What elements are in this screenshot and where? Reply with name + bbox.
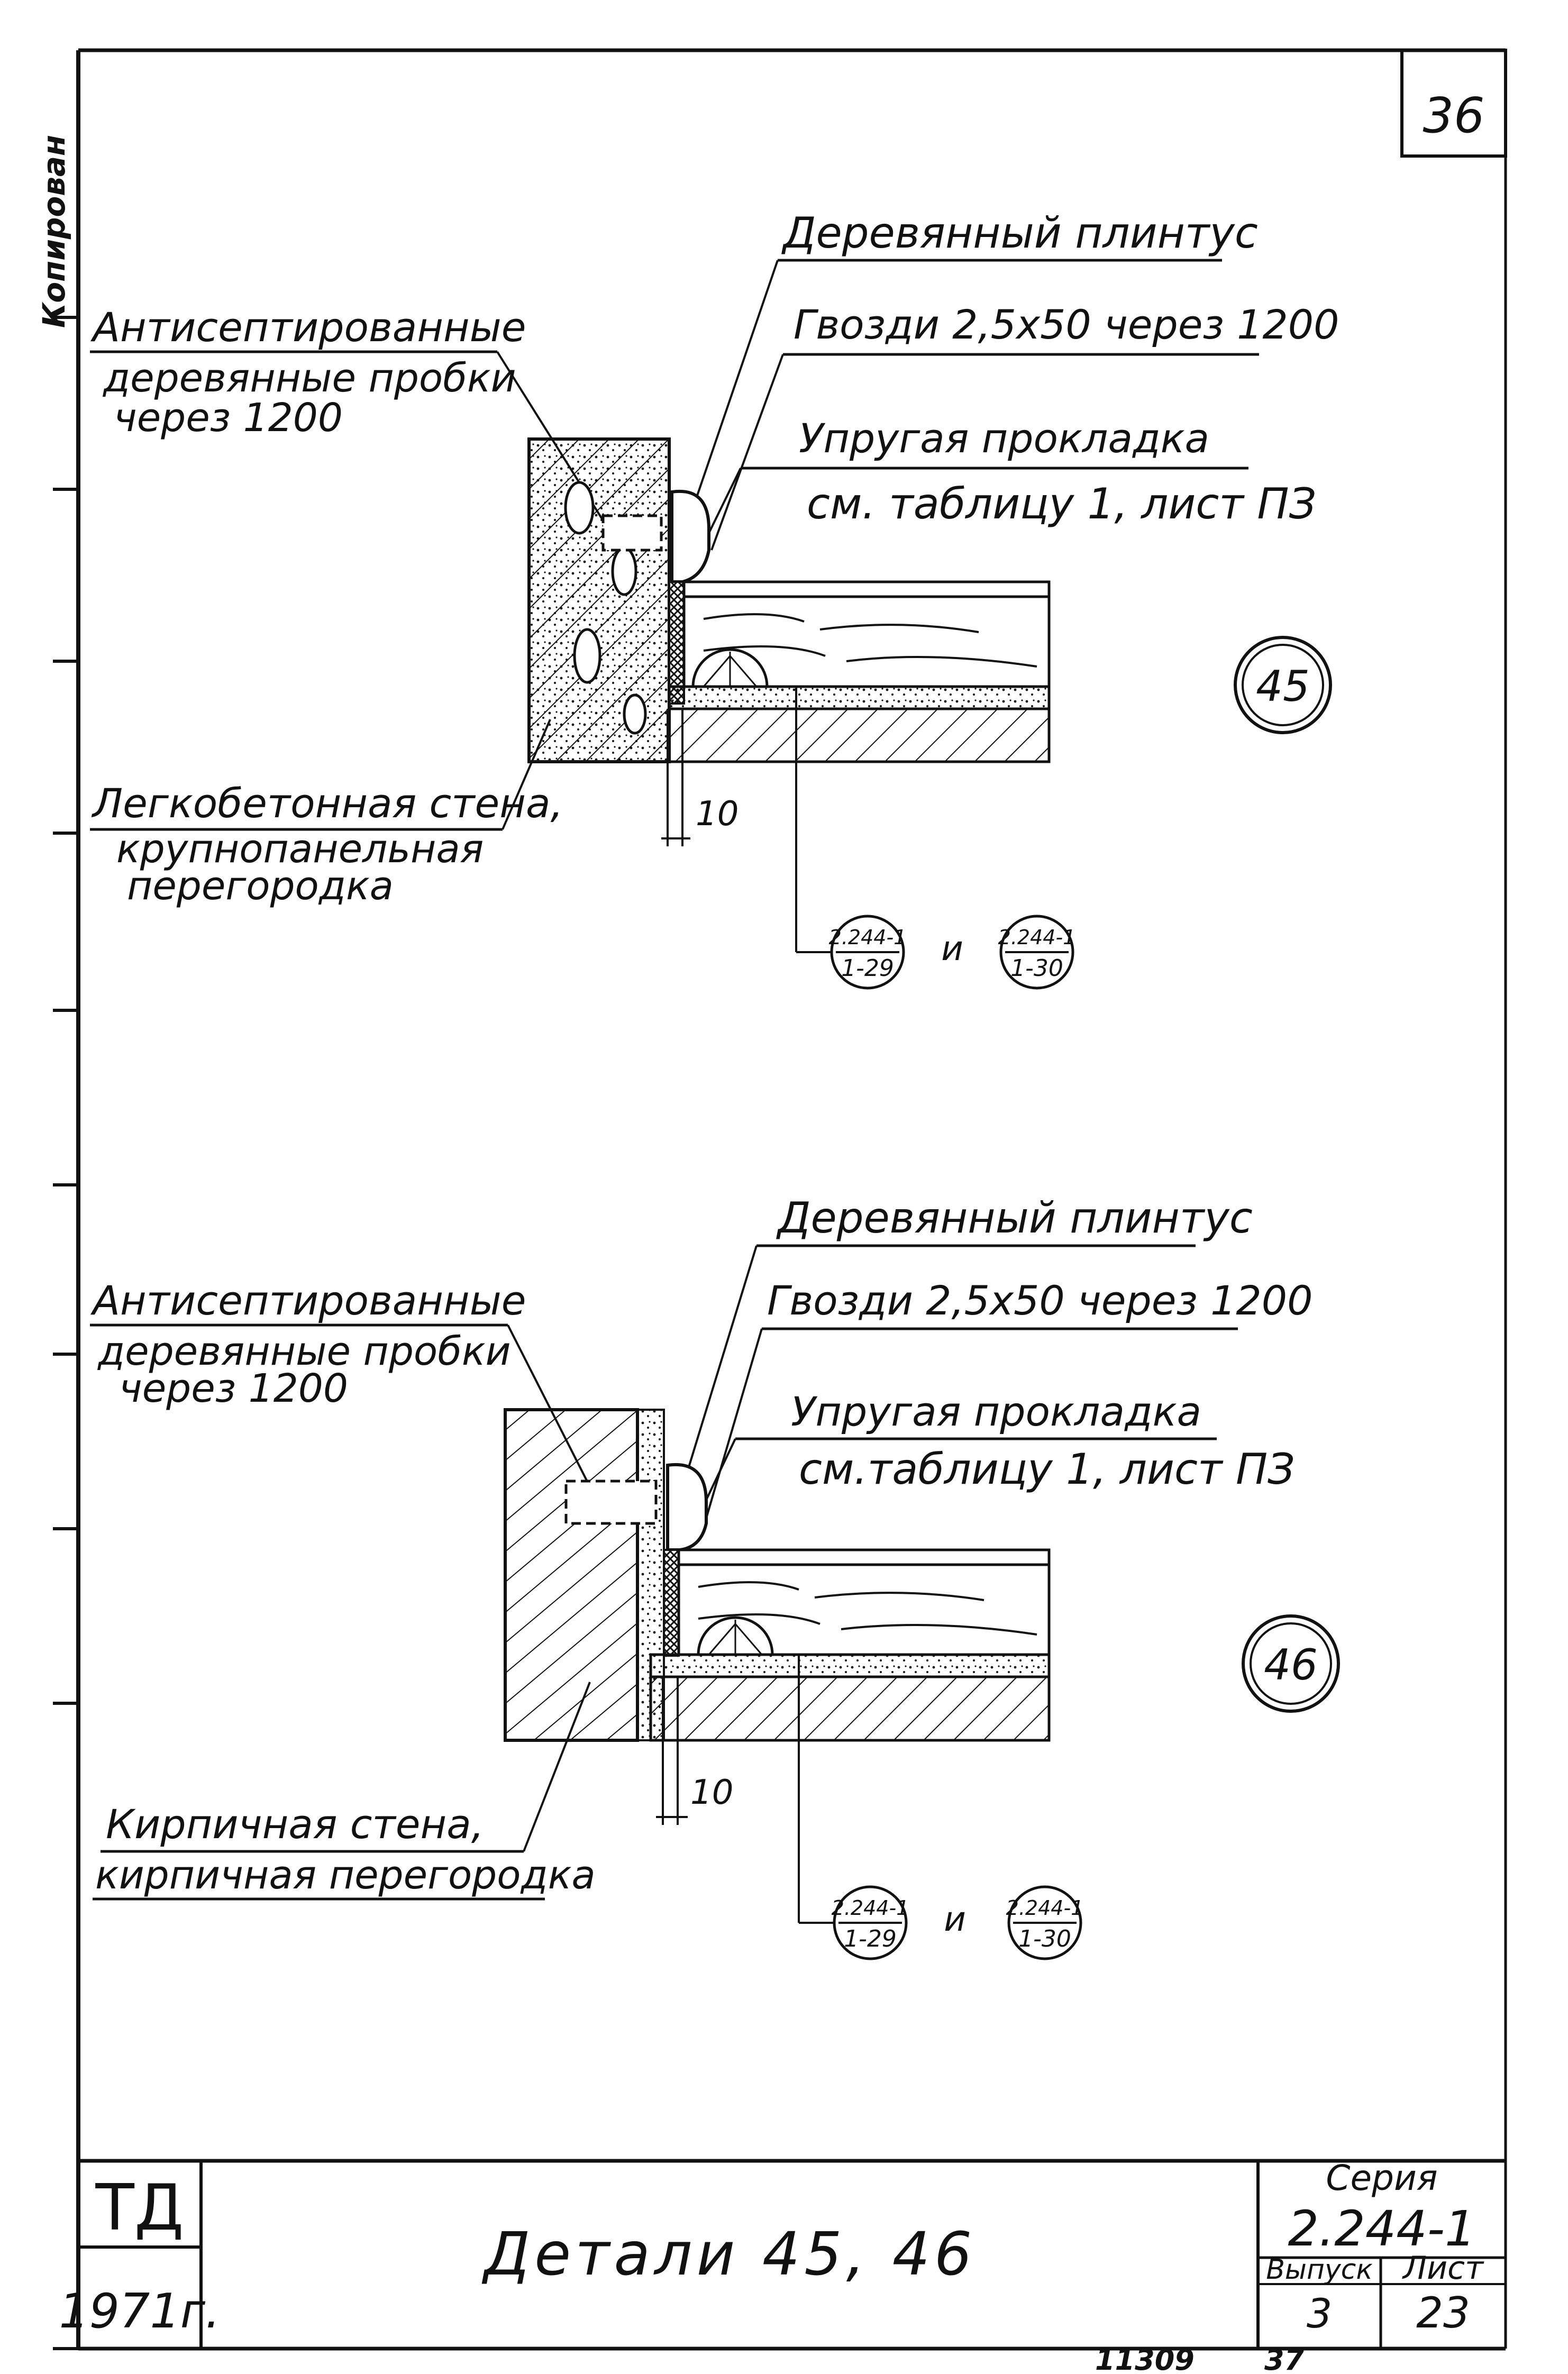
floor-screed [668, 685, 1051, 710]
label-gasket-1-46: Упругая прокладка [791, 1388, 1201, 1435]
label-plugs-3-45: через 1200 [114, 395, 343, 441]
sheet-label: Лист [1402, 2250, 1484, 2287]
label-wall-2-46: кирпичная перегородка [95, 1852, 596, 1898]
detail-marker-45-label: 45 [1256, 662, 1310, 711]
series-label: Серия [1326, 2158, 1437, 2198]
label-wall-1-45: Легкобетонная стена, [91, 780, 563, 827]
detail-45: Деревянный плинтус Гвозди 2,5х50 через 1… [90, 208, 1339, 990]
label-plugs-3-46: через 1200 [119, 1366, 348, 1411]
floorboard-46 [677, 1548, 1051, 1566]
label-wall-1-46: Кирпичная стена, [106, 1801, 484, 1848]
sheet-frame [53, 48, 1507, 2351]
floor-slab-46 [649, 1675, 1051, 1742]
label-wall-2-45: крупнопанельная [116, 826, 484, 872]
ref-2-top-46: 2.244-1 [1006, 1896, 1084, 1920]
side-stamp: Копирован [36, 135, 72, 328]
detail-marker-45 [1234, 636, 1332, 734]
ref-1-top-46: 2.244-1 [832, 1896, 909, 1920]
page-number: 36 [1423, 87, 1484, 144]
label-nails-46: Гвозди 2,5х50 через 1200 [767, 1277, 1313, 1324]
issue-label: Выпуск [1266, 2254, 1373, 2286]
label-nails-45: Гвозди 2,5х50 через 1200 [794, 301, 1339, 348]
floor-screed-46 [649, 1653, 1051, 1678]
label-gasket-2-45: см. таблицу 1, лист ПЗ [807, 479, 1316, 528]
label-gasket-1-45: Упругая прокладка [799, 415, 1209, 462]
label-skirting-45: Деревянный плинтус [781, 208, 1258, 258]
ref-1-bottom-46: 1-29 [844, 1925, 897, 1952]
detail-marker-46-label: 46 [1264, 1640, 1318, 1690]
skirting-board [670, 489, 710, 583]
label-plugs-2-45: деревянные пробки [102, 355, 516, 401]
detail-46: Деревянный плинтус Гвозди 2,5х50 через 1… [90, 1193, 1340, 1960]
sheet-value: 23 [1416, 2288, 1470, 2338]
label-plugs-1-46: Антисептированные [90, 1277, 526, 1324]
skirting-board-46 [666, 1463, 708, 1551]
floor-slab [668, 707, 1051, 763]
dim-10-45: 10 [696, 795, 739, 834]
label-wall-3-45: перегородка [127, 863, 394, 909]
label-plugs-2-46: деревянные пробки [97, 1329, 511, 1374]
detail-marker-46 [1242, 1614, 1340, 1713]
ref-2-bottom-45: 1-30 [1010, 955, 1063, 982]
ref-2-top-45: 2.244-1 [998, 926, 1076, 949]
drawing-title: Детали 45, 46 [481, 2220, 977, 2289]
ref-and-46: и [944, 1900, 966, 1939]
label-gasket-2-46: см.таблицу 1, лист ПЗ [799, 1445, 1294, 1494]
archive-number: 11309 [1095, 2343, 1195, 2374]
dim-10-46: 10 [690, 1773, 733, 1812]
ref-and-45: и [941, 929, 963, 969]
label-skirting-46: Деревянный плинтус [776, 1193, 1253, 1243]
label-plugs-1-45: Антисептированные [90, 304, 526, 351]
page-counter: 37 [1264, 2343, 1305, 2374]
ref-1-top-45: 2.244-1 [829, 926, 907, 949]
floorboard [682, 580, 1051, 598]
ref-2-bottom-46: 1-30 [1018, 1925, 1071, 1952]
series-value: 2.244-1 [1288, 2200, 1475, 2257]
elastic-gasket-46 [663, 1549, 680, 1657]
ref-1-bottom-45: 1-29 [841, 955, 894, 982]
brick-wall [504, 1408, 639, 1742]
org-code: ТД [95, 2171, 184, 2245]
title-block: ТД 1971г. Детали 45, 46 Серия 2.244-1 Вы… [59, 2158, 1506, 2349]
year: 1971г. [59, 2284, 221, 2339]
issue-value: 3 [1307, 2290, 1332, 2337]
wooden-plug-46 [564, 1480, 658, 1525]
page-number-box: 36 [1400, 49, 1507, 158]
wooden-plug [601, 514, 663, 552]
